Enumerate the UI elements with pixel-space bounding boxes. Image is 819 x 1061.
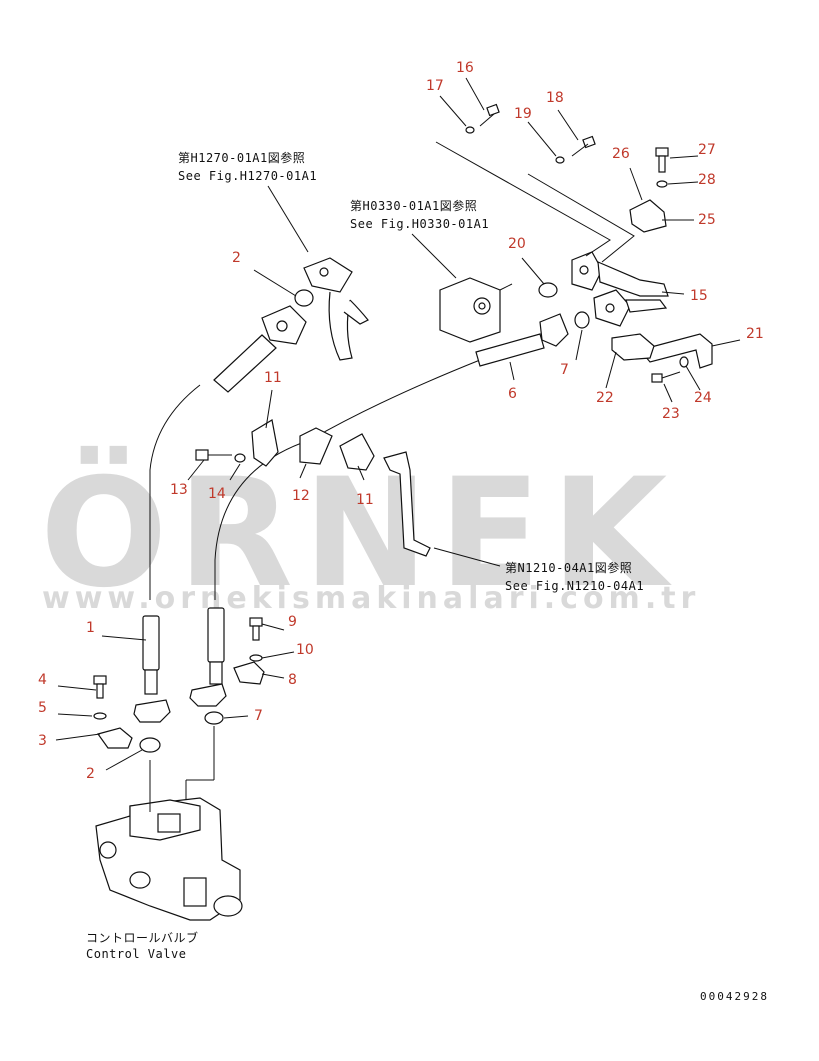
tube-15 xyxy=(571,251,669,327)
bolt-23 xyxy=(651,371,681,383)
callout-7-upper: 7 xyxy=(560,362,569,378)
reference-n1210: 第N1210-04A1図参照 See Fig.N1210-04A1 xyxy=(433,547,644,593)
bracket-n1210 xyxy=(383,451,431,557)
bolt-27 xyxy=(655,147,669,173)
callout-6: 6 xyxy=(508,386,517,402)
callout-1: 1 xyxy=(86,620,95,636)
callout-3: 3 xyxy=(38,733,47,749)
reference-h0330: 第H0330-01A1図参照 See Fig.H0330-01A1 xyxy=(350,198,489,279)
callout-7-lower: 7 xyxy=(254,708,263,724)
clamp-12 xyxy=(299,427,333,465)
half-flange-8 xyxy=(233,661,265,685)
callout-27: 27 xyxy=(698,142,716,158)
callout-9: 9 xyxy=(288,614,297,630)
callout-8: 8 xyxy=(288,672,297,688)
bolt-13 xyxy=(195,449,232,461)
o-ring-20 xyxy=(538,282,558,298)
callout-4: 4 xyxy=(38,672,47,688)
callout-12: 12 xyxy=(292,488,310,504)
component-label: コントロールバルブ Control Valve xyxy=(86,930,199,961)
washer-28 xyxy=(656,180,668,188)
callout-20: 20 xyxy=(508,236,526,252)
callout-14: 14 xyxy=(208,486,226,502)
callout-23: 23 xyxy=(662,406,680,422)
callout-21: 21 xyxy=(746,326,764,342)
reference-n1210-en: See Fig.N1210-04A1 xyxy=(505,579,644,593)
callout-13: 13 xyxy=(170,482,188,498)
callout-16: 16 xyxy=(456,60,474,76)
watermark-brand: ÖRNEK xyxy=(40,445,677,621)
hose-6-lower xyxy=(189,607,227,707)
reference-h0330-en: See Fig.H0330-01A1 xyxy=(350,217,489,231)
hose-6-upper xyxy=(475,313,569,367)
half-flange-3 xyxy=(97,727,133,749)
callout-26: 26 xyxy=(612,146,630,162)
callout-24: 24 xyxy=(694,390,712,406)
reference-h1270: 第H1270-01A1図参照 See Fig.H1270-01A1 xyxy=(178,150,317,253)
washer-24 xyxy=(679,356,689,368)
callout-5: 5 xyxy=(38,700,47,716)
callout-18: 18 xyxy=(546,90,564,106)
callout-15: 15 xyxy=(690,288,708,304)
reference-h0330-jp: 第H0330-01A1図参照 xyxy=(350,198,477,213)
callout-2-upper: 2 xyxy=(232,250,241,266)
reference-n1210-jp: 第N1210-04A1図参照 xyxy=(505,560,632,575)
reference-h1270-en: See Fig.H1270-01A1 xyxy=(178,169,317,183)
o-ring-2-upper xyxy=(294,289,314,307)
o-ring-2-lower xyxy=(139,737,161,753)
pump-block xyxy=(439,277,513,343)
washer-19 xyxy=(555,156,565,164)
clamp-11-right xyxy=(339,433,375,471)
hose-1-upper xyxy=(213,305,307,393)
callout-22: 22 xyxy=(596,390,614,406)
clamp-11-left xyxy=(251,419,279,467)
callout-2-lower: 2 xyxy=(86,766,95,782)
bolt-9 xyxy=(249,617,263,641)
callout-leaders xyxy=(55,77,741,771)
callout-11-right: 11 xyxy=(356,492,374,508)
bolt-16 xyxy=(479,103,500,127)
clamp-26 xyxy=(629,199,667,233)
callout-19: 19 xyxy=(514,106,532,122)
bolt-18 xyxy=(571,135,596,157)
component-label-jp: コントロールバルブ xyxy=(86,930,199,945)
pipe-h1270 xyxy=(303,257,369,361)
watermark-url: www.ornekismakinalari.com.tr xyxy=(42,581,700,616)
hose-line-1 xyxy=(149,384,201,600)
leader-bolt-18 xyxy=(527,173,635,263)
washer-5 xyxy=(93,712,107,720)
callout-17: 17 xyxy=(426,78,444,94)
callout-28: 28 xyxy=(698,172,716,188)
bracket-21 xyxy=(638,333,713,369)
reference-h1270-jp: 第H1270-01A1図参照 xyxy=(178,150,305,165)
washer-14 xyxy=(234,453,246,463)
document-number: 00042928 xyxy=(700,990,769,1003)
callout-11-left: 11 xyxy=(264,370,282,386)
o-ring-7-lower xyxy=(204,711,224,725)
callout-25: 25 xyxy=(698,212,716,228)
leader-bolt-16 xyxy=(435,141,611,257)
washer-17 xyxy=(465,126,475,134)
hose-1-lower xyxy=(133,615,171,723)
clamp-22 xyxy=(611,333,655,361)
callout-10: 10 xyxy=(296,642,314,658)
component-label-en: Control Valve xyxy=(86,947,186,961)
o-ring-7-upper xyxy=(574,311,590,329)
control-valve xyxy=(95,726,243,921)
washer-10 xyxy=(249,654,263,662)
callout-numbers: 1 2 3 4 5 2 7 8 9 10 11 11 12 13 14 15 1… xyxy=(38,60,764,782)
bolt-4 xyxy=(93,675,107,699)
